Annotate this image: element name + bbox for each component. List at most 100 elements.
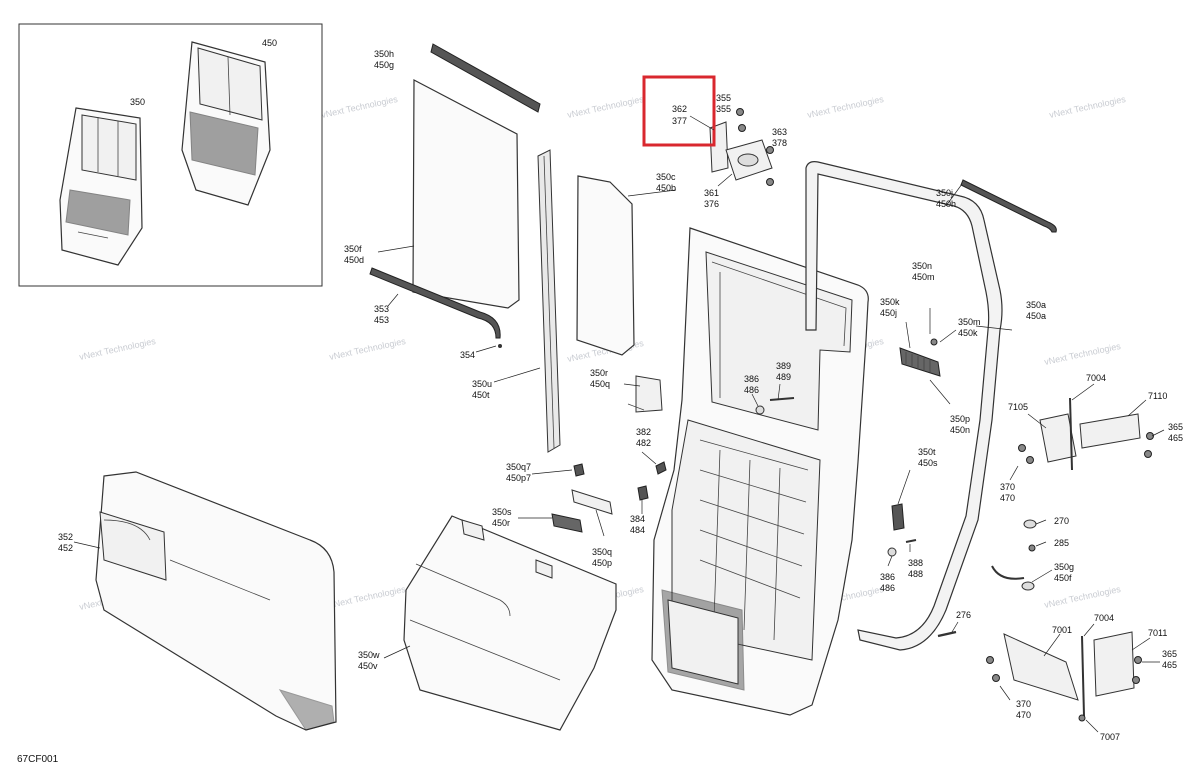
hinge-bracket-361 [709,108,774,186]
interior-handle-350k [899,308,941,377]
callout-label: 355 [716,93,731,103]
callout-label: 354 [460,350,475,360]
vertical-channel-350u [537,149,561,453]
callout-label: 452 [58,543,73,553]
ground-strap-350g [991,519,1037,591]
callout-label: 450v [358,661,378,671]
callout-label: 489 [776,372,791,382]
watermark: vNext Technologies [1048,94,1127,120]
callout-label: 470 [1000,493,1015,503]
leader-lines [73,115,1165,733]
door-seal-350a [805,161,1003,651]
callout-label: 450p7 [506,473,531,483]
inset-door-350 [59,107,143,266]
callout-label: 450b [656,183,676,193]
inset-label: 450 [262,38,277,48]
callout-label: 386 [744,374,759,384]
callout-label-highlighted: 377 [672,116,687,126]
callout-label: 7001 [1052,625,1072,635]
callout-label: 7011 [1148,628,1167,638]
callout-label: 450k [958,328,978,338]
door-panel-352 [95,471,337,731]
bolt-386b [887,539,917,557]
callout-label: 465 [1162,660,1177,670]
callout-label: 350p [950,414,970,424]
callout-label: 453 [374,315,389,325]
clip-382 [655,461,667,475]
callout-label: 350q7 [506,462,531,472]
inset-door-450 [181,41,271,206]
callout-label-highlighted: 362 [672,104,687,114]
callout-label: 365 [1168,422,1183,432]
callout-label: 350m [958,317,981,327]
watermark: vNext Technologies [328,584,407,610]
seal-350j [960,179,1057,233]
callout-label: 363 [772,127,787,137]
hinge-assembly-upper [1018,397,1154,471]
watermark: vNext Technologies [1043,584,1122,610]
callout-label: 450p [592,558,612,568]
hinge-assembly-lower [986,631,1142,722]
callout-label: 285 [1054,538,1069,548]
door-frame-350 [651,227,869,716]
callout-label: 450f [1054,573,1072,583]
watermark: vNext Technologies [566,94,645,120]
callout-label: 350a [1026,300,1046,310]
callout-label: 450r [492,518,510,528]
callout-label: 386 [880,572,895,582]
callout-labels: 350h 450g 350f 450d 353 453 354 350u 450… [58,49,1183,742]
callout-label: 350t [918,447,936,457]
callout-label: 276 [956,610,971,620]
watermark: vNext Technologies [78,336,157,362]
callout-label: 450d [344,255,364,265]
callout-label: 7004 [1094,613,1114,623]
callout-label: 376 [704,199,719,209]
door-panel-350w [403,515,617,731]
callout-label: 350q [592,547,612,557]
pad-350t [891,503,905,531]
callout-label: 482 [636,438,651,448]
callout-label: 270 [1054,516,1069,526]
callout-label: 350u [472,379,492,389]
inset-overview: 450 350 [18,23,323,287]
callout-label: 365 [1162,649,1177,659]
callout-label: 350w [358,650,380,660]
callout-label: 370 [1000,482,1015,492]
callout-label: 465 [1168,433,1183,443]
callout-label: 470 [1016,710,1031,720]
callout-label: 350s [492,507,512,517]
callout-label: 370 [1016,699,1031,709]
callout-label: 350r [590,368,608,378]
callout-label: 7105 [1008,402,1028,412]
callout-label: 350k [880,297,900,307]
rear-glass-350c [576,175,635,356]
callout-label: 355 [716,104,731,114]
callout-label: 378 [772,138,787,148]
callout-label: 350c [656,172,676,182]
window-glass-350f [412,79,520,309]
watermark: vNext Technologies [328,336,407,362]
bolt-389 [755,397,795,415]
bracket-350q [571,489,613,515]
callout-label: 350j [936,188,953,198]
callout-label: 486 [744,385,759,395]
callout-label: 486 [880,583,895,593]
strap-350s [551,513,583,533]
callout-label: 350n [912,261,932,271]
latch-350r [627,375,663,413]
callout-label: 450m [912,272,935,282]
watermark: vNext Technologies [320,94,399,120]
diagram-id: 67CF001 [17,754,59,765]
callout-label: 450g [374,60,394,70]
callout-label: 350g [1054,562,1074,572]
highlight-box [642,75,716,147]
callout-label: 350f [344,244,362,254]
callout-label: 450h [936,199,956,209]
callout-label: 353 [374,304,389,314]
callout-label: 361 [704,188,719,198]
callout-label: 450t [472,390,490,400]
watermark: vNext Technologies [806,94,885,120]
callout-label: 382 [636,427,651,437]
callout-label: 450s [918,458,938,468]
